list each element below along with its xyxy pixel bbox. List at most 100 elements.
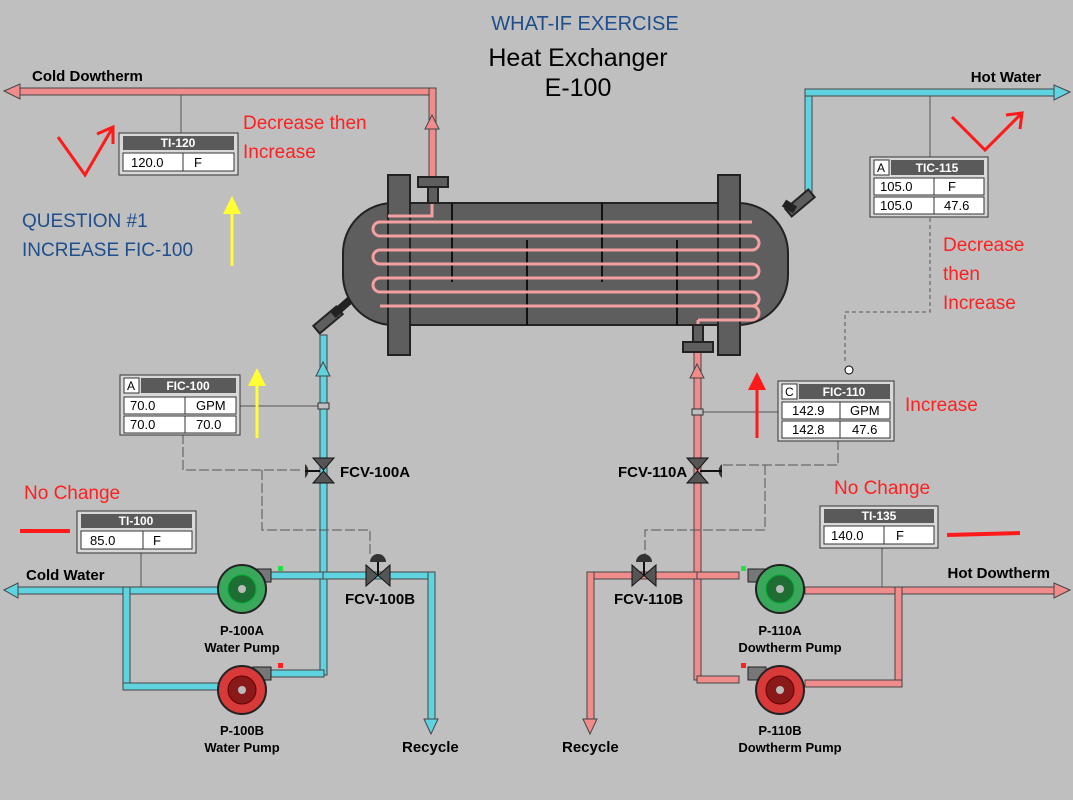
pv-value: 70.0 xyxy=(130,398,155,413)
flow-element xyxy=(691,408,704,416)
faceplate-ti-120[interactable]: TI-120 120.0 F xyxy=(118,132,239,176)
pump-p-100b[interactable] xyxy=(217,663,283,715)
question-number: QUESTION #1 xyxy=(22,211,148,232)
pump-p-110b-tag: P-110B xyxy=(758,723,801,738)
stream-recycle-water: Recycle xyxy=(402,739,459,756)
tag-name: TI-135 xyxy=(862,509,897,523)
mode-indicator: A xyxy=(877,161,885,175)
hot-dowtherm-inlet-arrow xyxy=(1053,582,1072,599)
flow-arrow-up xyxy=(424,113,440,130)
stream-hot-water: Hot Water xyxy=(971,69,1041,86)
valve-fcv-100a-label: FCV-100A xyxy=(340,464,410,481)
setpoint-value: 142.8 xyxy=(792,422,825,437)
setpoint-value: 70.0 xyxy=(130,417,155,432)
note-tic115-line2: then xyxy=(943,264,980,285)
tag-name: TIC-115 xyxy=(916,161,959,175)
note-tic115-line1: Decrease xyxy=(943,235,1024,256)
faceplate-tic-115[interactable]: A TIC-115 105.0 F 105.0 47.6 xyxy=(869,156,989,218)
pump-p-110a[interactable] xyxy=(741,564,805,614)
flow-arrow-up xyxy=(689,362,705,379)
no-change-dash xyxy=(946,531,1021,537)
pump-p-100b-desc: Water Pump xyxy=(204,740,279,755)
increase-arrow-yellow xyxy=(248,368,266,438)
tag-name: TI-100 xyxy=(119,514,154,528)
pv-unit: F xyxy=(948,179,956,194)
pv-unit: F xyxy=(896,528,904,543)
note-ti120-line1: Decrease then xyxy=(243,113,367,134)
recycle-arrow xyxy=(423,718,439,736)
flow-arrow-up xyxy=(315,360,331,377)
pv-unit: F xyxy=(194,155,202,170)
faceplate-fic-100[interactable]: A FIC-100 70.0 GPM 70.0 70.0 xyxy=(119,374,241,436)
valve-fcv-100a[interactable] xyxy=(305,457,336,484)
faceplate-fic-110[interactable]: C FIC-110 142.9 GPM 142.8 47.6 xyxy=(777,380,895,442)
valve-fcv-110a-label: FCV-110A xyxy=(618,464,687,481)
pump-p-110b-desc: Dowtherm Pump xyxy=(738,740,841,755)
output-value: 47.6 xyxy=(944,198,969,213)
question-text: INCREASE FIC-100 xyxy=(22,240,193,261)
valve-fcv-110b[interactable] xyxy=(631,554,657,588)
pv-value: 140.0 xyxy=(831,528,864,543)
note-ti120-line2: Increase xyxy=(243,142,316,163)
exercise-title: WHAT-IF EXERCISE xyxy=(491,13,678,35)
running-indicator xyxy=(278,566,283,571)
pv-value: 85.0 xyxy=(90,533,115,548)
valve-fcv-110a[interactable] xyxy=(685,457,722,484)
decrease-increase-arrow xyxy=(56,124,115,178)
running-indicator xyxy=(741,566,746,571)
pv-unit: GPM xyxy=(850,403,880,418)
stopped-indicator xyxy=(278,663,283,668)
setpoint-value: 105.0 xyxy=(880,198,913,213)
increase-arrow-red xyxy=(748,372,766,438)
trend-marks xyxy=(20,111,1024,537)
faceplate-ti-100[interactable]: TI-100 85.0 F xyxy=(76,510,197,554)
pump-p-110a-desc: Dowtherm Pump xyxy=(738,640,841,655)
cold-dowtherm-outlet-arrow xyxy=(2,83,21,100)
dowtherm-piping xyxy=(2,83,1072,736)
stream-cold-dowtherm: Cold Dowtherm xyxy=(32,68,143,85)
note-ti135: No Change xyxy=(834,478,930,499)
note-ti100: No Change xyxy=(24,483,120,504)
note-tic115-line3: Increase xyxy=(943,293,1016,314)
pump-p-110a-tag: P-110A xyxy=(758,623,802,638)
pump-p-100b-tag: P-100B xyxy=(220,723,264,738)
pump-p-110b[interactable] xyxy=(741,663,805,715)
exchanger-title: Heat Exchanger xyxy=(488,44,667,72)
increase-arrow-yellow xyxy=(223,196,241,266)
valve-fcv-110b-label: FCV-110B xyxy=(614,591,683,608)
stopped-indicator xyxy=(741,663,746,668)
valve-fcv-100b-label: FCV-100B xyxy=(345,591,415,608)
pv-value: 142.9 xyxy=(792,403,825,418)
tag-name: FIC-110 xyxy=(823,385,866,399)
cascade-setpoint-node xyxy=(844,365,854,375)
tag-name: TI-120 xyxy=(161,136,196,150)
pump-p-100a[interactable] xyxy=(217,564,283,614)
mode-indicator: A xyxy=(127,379,135,393)
exchanger-tag: E-100 xyxy=(545,74,612,102)
faceplate-ti-135[interactable]: TI-135 140.0 F xyxy=(819,505,939,549)
output-value: 70.0 xyxy=(196,417,221,432)
valve-fcv-100b[interactable] xyxy=(365,554,391,588)
flow-element xyxy=(317,402,330,410)
pump-p-100a-tag: P-100A xyxy=(220,623,265,638)
pv-value: 120.0 xyxy=(131,155,164,170)
recycle-arrow xyxy=(582,718,598,736)
cold-water-inlet-arrow xyxy=(2,582,19,599)
signal-lines xyxy=(140,95,931,587)
pump-p-100a-desc: Water Pump xyxy=(204,640,279,655)
heat-exchanger-e100[interactable] xyxy=(311,174,817,356)
pv-unit: GPM xyxy=(196,398,226,413)
mode-indicator: C xyxy=(785,385,794,399)
stream-cold-water: Cold Water xyxy=(26,567,105,584)
stream-recycle-dowtherm: Recycle xyxy=(562,739,619,756)
decrease-increase-arrow xyxy=(950,111,1024,153)
tag-name: FIC-100 xyxy=(166,379,210,393)
pv-unit: F xyxy=(153,533,161,548)
output-value: 47.6 xyxy=(852,422,877,437)
pv-value: 105.0 xyxy=(880,179,913,194)
hot-water-outlet-arrow xyxy=(1053,84,1072,101)
stream-hot-dowtherm: Hot Dowtherm xyxy=(948,565,1051,582)
note-fic110: Increase xyxy=(905,395,978,416)
